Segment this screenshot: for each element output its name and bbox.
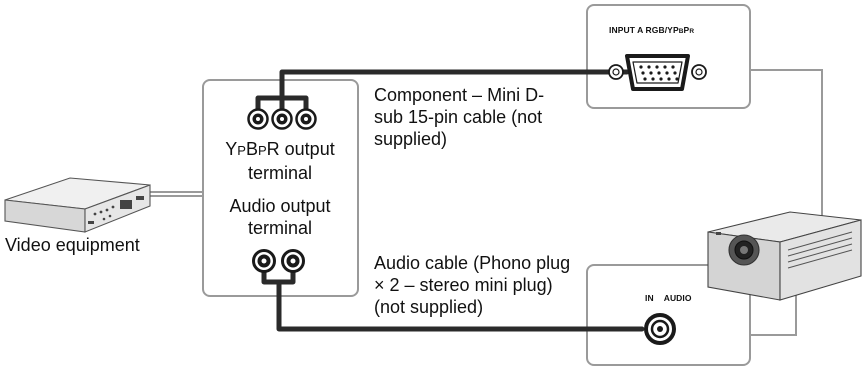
rca-jack-audio-right	[281, 249, 305, 273]
stereo-mini-jack	[644, 313, 676, 345]
rca-jack-y	[247, 108, 269, 130]
rca-jack-pr	[295, 108, 317, 130]
audio-cable	[261, 269, 645, 332]
video-equipment-device	[4, 177, 151, 233]
component-rca-jacks	[247, 108, 317, 130]
ypbpr-label: YPBPR	[225, 139, 280, 159]
component-output-terminal-label: YPBPR output terminal	[225, 139, 335, 183]
terminal-word: terminal	[247, 163, 313, 183]
video-equipment-label: Video equipment	[5, 235, 140, 255]
input-a-label: INPUT A RGB/YPBPR	[609, 25, 695, 35]
dsub15-connector	[608, 54, 707, 91]
audio-output-terminal-label: Audio output terminal	[229, 196, 331, 238]
rca-jack-audio-left	[252, 249, 276, 273]
component-cable-label: Component – Mini D- sub 15-pin cable (no…	[374, 85, 545, 149]
audio-cable-label: Audio cable (Phono plug × 2 – stereo min…	[374, 253, 571, 317]
audio-in-panel	[586, 264, 751, 366]
rca-jack-pb	[271, 108, 293, 130]
audio-rca-jacks	[252, 249, 305, 273]
projector-device	[707, 211, 862, 301]
